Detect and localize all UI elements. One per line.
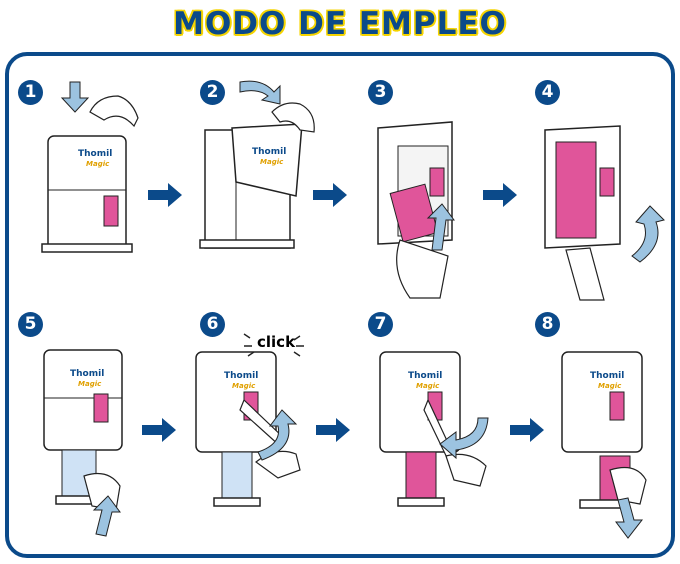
svg-text:Magic: Magic bbox=[260, 158, 284, 166]
step-1-illustration: Thomil Magic bbox=[41, 81, 139, 253]
svg-text:Magic: Magic bbox=[598, 382, 622, 390]
step-3-illustration bbox=[377, 121, 455, 299]
step-number-4: 4 bbox=[535, 80, 560, 105]
step-number-6: 6 bbox=[200, 312, 225, 337]
next-arrow-6-7 bbox=[316, 418, 350, 442]
click-label: click bbox=[257, 333, 296, 351]
step-7-illustration: Thomil Magic bbox=[379, 351, 489, 507]
step-2-illustration: Thomil Magic bbox=[199, 80, 315, 249]
step-8-illustration: Thomil Magic bbox=[561, 351, 647, 539]
svg-text:Magic: Magic bbox=[416, 382, 440, 390]
next-arrow-1-2 bbox=[148, 183, 182, 207]
svg-text:Thomil: Thomil bbox=[224, 371, 258, 381]
next-arrow-2-3 bbox=[313, 183, 347, 207]
svg-text:Magic: Magic bbox=[78, 380, 102, 388]
step-number-8: 8 bbox=[535, 312, 560, 337]
instructions-frame bbox=[5, 52, 675, 558]
next-arrow-5-6 bbox=[142, 418, 176, 442]
step-5-illustration: Thomil Magic bbox=[43, 349, 123, 537]
next-arrow-3-4 bbox=[483, 183, 517, 207]
step-number-2: 2 bbox=[200, 80, 225, 105]
svg-text:Thomil: Thomil bbox=[590, 371, 624, 381]
step-number-5: 5 bbox=[18, 312, 43, 337]
step-number-3: 3 bbox=[368, 80, 393, 105]
page-title: MODO DE EMPLEO bbox=[173, 6, 507, 42]
svg-text:Magic: Magic bbox=[232, 382, 256, 390]
step-6-illustration: Thomil Magic bbox=[195, 333, 304, 507]
step-number-7: 7 bbox=[368, 312, 393, 337]
next-arrow-7-8 bbox=[510, 418, 544, 442]
step-4-illustration bbox=[544, 125, 665, 301]
svg-text:Magic: Magic bbox=[86, 160, 110, 168]
brand-logo-1: Thomil bbox=[78, 149, 112, 159]
step-number-1: 1 bbox=[18, 80, 43, 105]
svg-text:Thomil: Thomil bbox=[408, 371, 442, 381]
svg-text:Thomil: Thomil bbox=[252, 147, 286, 157]
svg-text:Thomil: Thomil bbox=[70, 369, 104, 379]
